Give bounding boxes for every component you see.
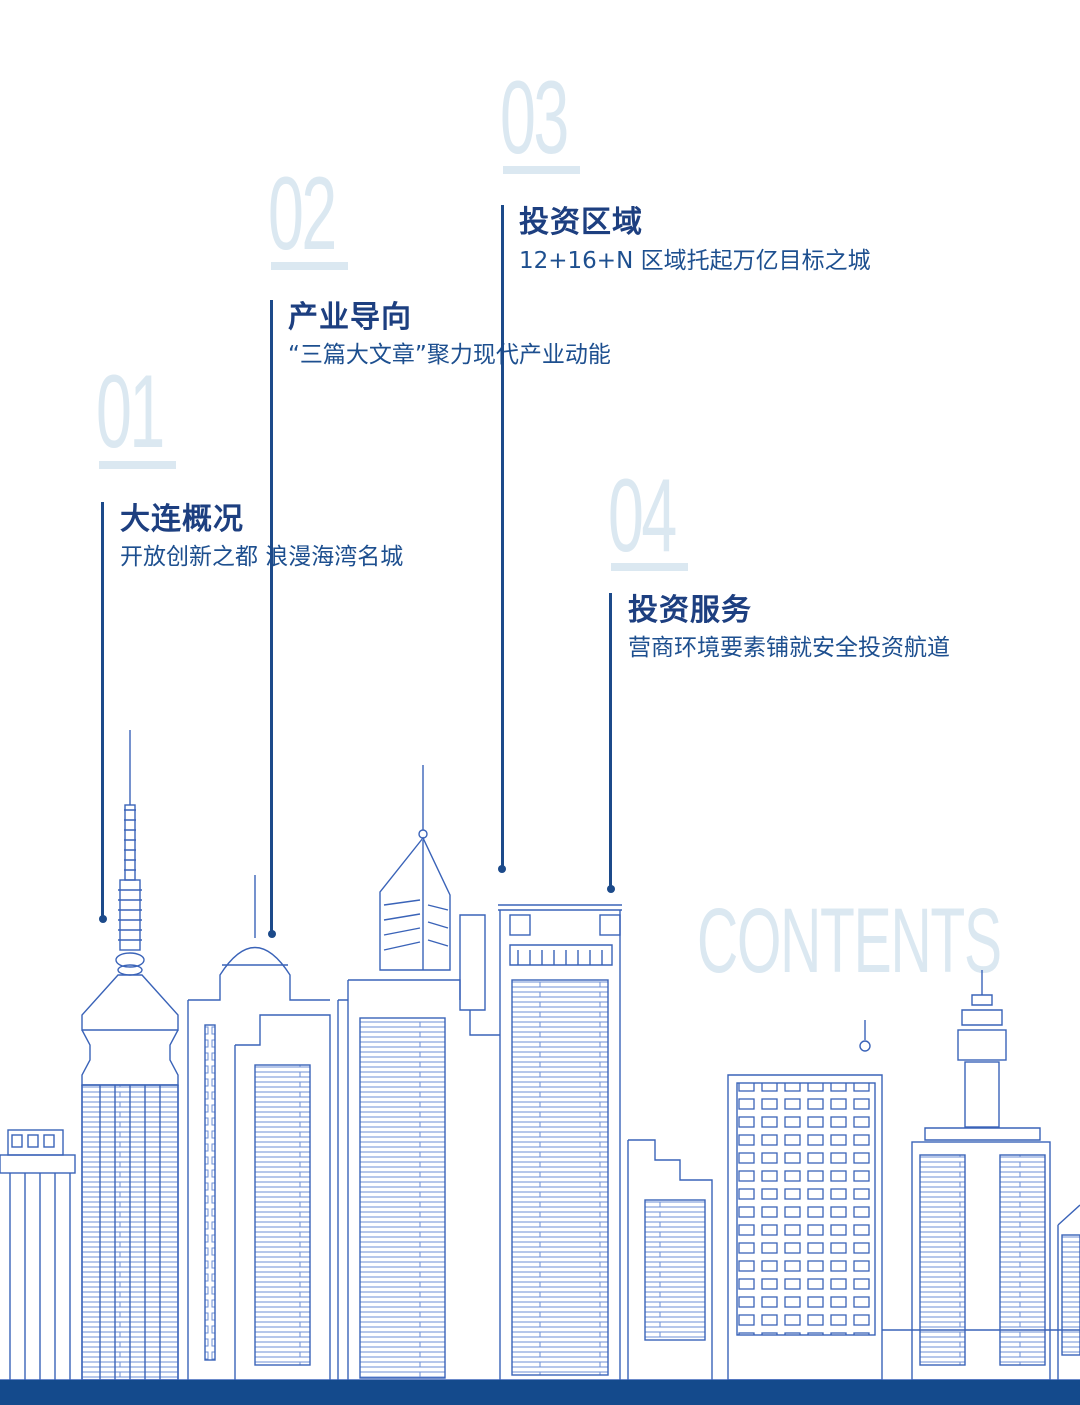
section-04-subtitle: 营商环境要素铺就安全投资航道 xyxy=(628,635,950,661)
section-02-subtitle: “三篇大文章”聚力现代产业动能 xyxy=(288,342,611,368)
section-03-connector-line xyxy=(501,205,504,867)
section-03-title[interactable]: 投资区域 xyxy=(519,205,643,240)
section-number-04-underline xyxy=(611,563,688,571)
section-number-04: 04 xyxy=(608,458,677,574)
contents-label: CONTENTS xyxy=(697,890,1002,992)
section-number-03-underline xyxy=(503,166,580,174)
bottom-bar xyxy=(0,1380,1080,1405)
city-skyline-illustration xyxy=(0,730,1080,1381)
section-01-subtitle: 开放创新之都 浪漫海湾名城 xyxy=(120,544,404,570)
section-01-connector-line xyxy=(101,502,104,917)
section-01-connector-dot xyxy=(99,915,107,923)
section-number-01-underline xyxy=(99,461,176,469)
section-02-connector-line xyxy=(270,300,273,932)
section-03-connector-dot xyxy=(498,865,506,873)
section-02-connector-dot xyxy=(268,930,276,938)
section-number-02: 02 xyxy=(268,156,337,272)
section-number-01: 01 xyxy=(96,354,165,470)
section-number-02-underline xyxy=(271,262,348,270)
section-02-title[interactable]: 产业导向 xyxy=(288,300,412,335)
section-04-title[interactable]: 投资服务 xyxy=(628,593,752,628)
section-01-title[interactable]: 大连概况 xyxy=(120,502,244,537)
section-03-subtitle: 12+16+N 区域托起万亿目标之城 xyxy=(519,248,871,274)
section-number-03: 03 xyxy=(500,60,569,176)
section-04-connector-line xyxy=(609,593,612,888)
section-04-connector-dot xyxy=(607,885,615,893)
